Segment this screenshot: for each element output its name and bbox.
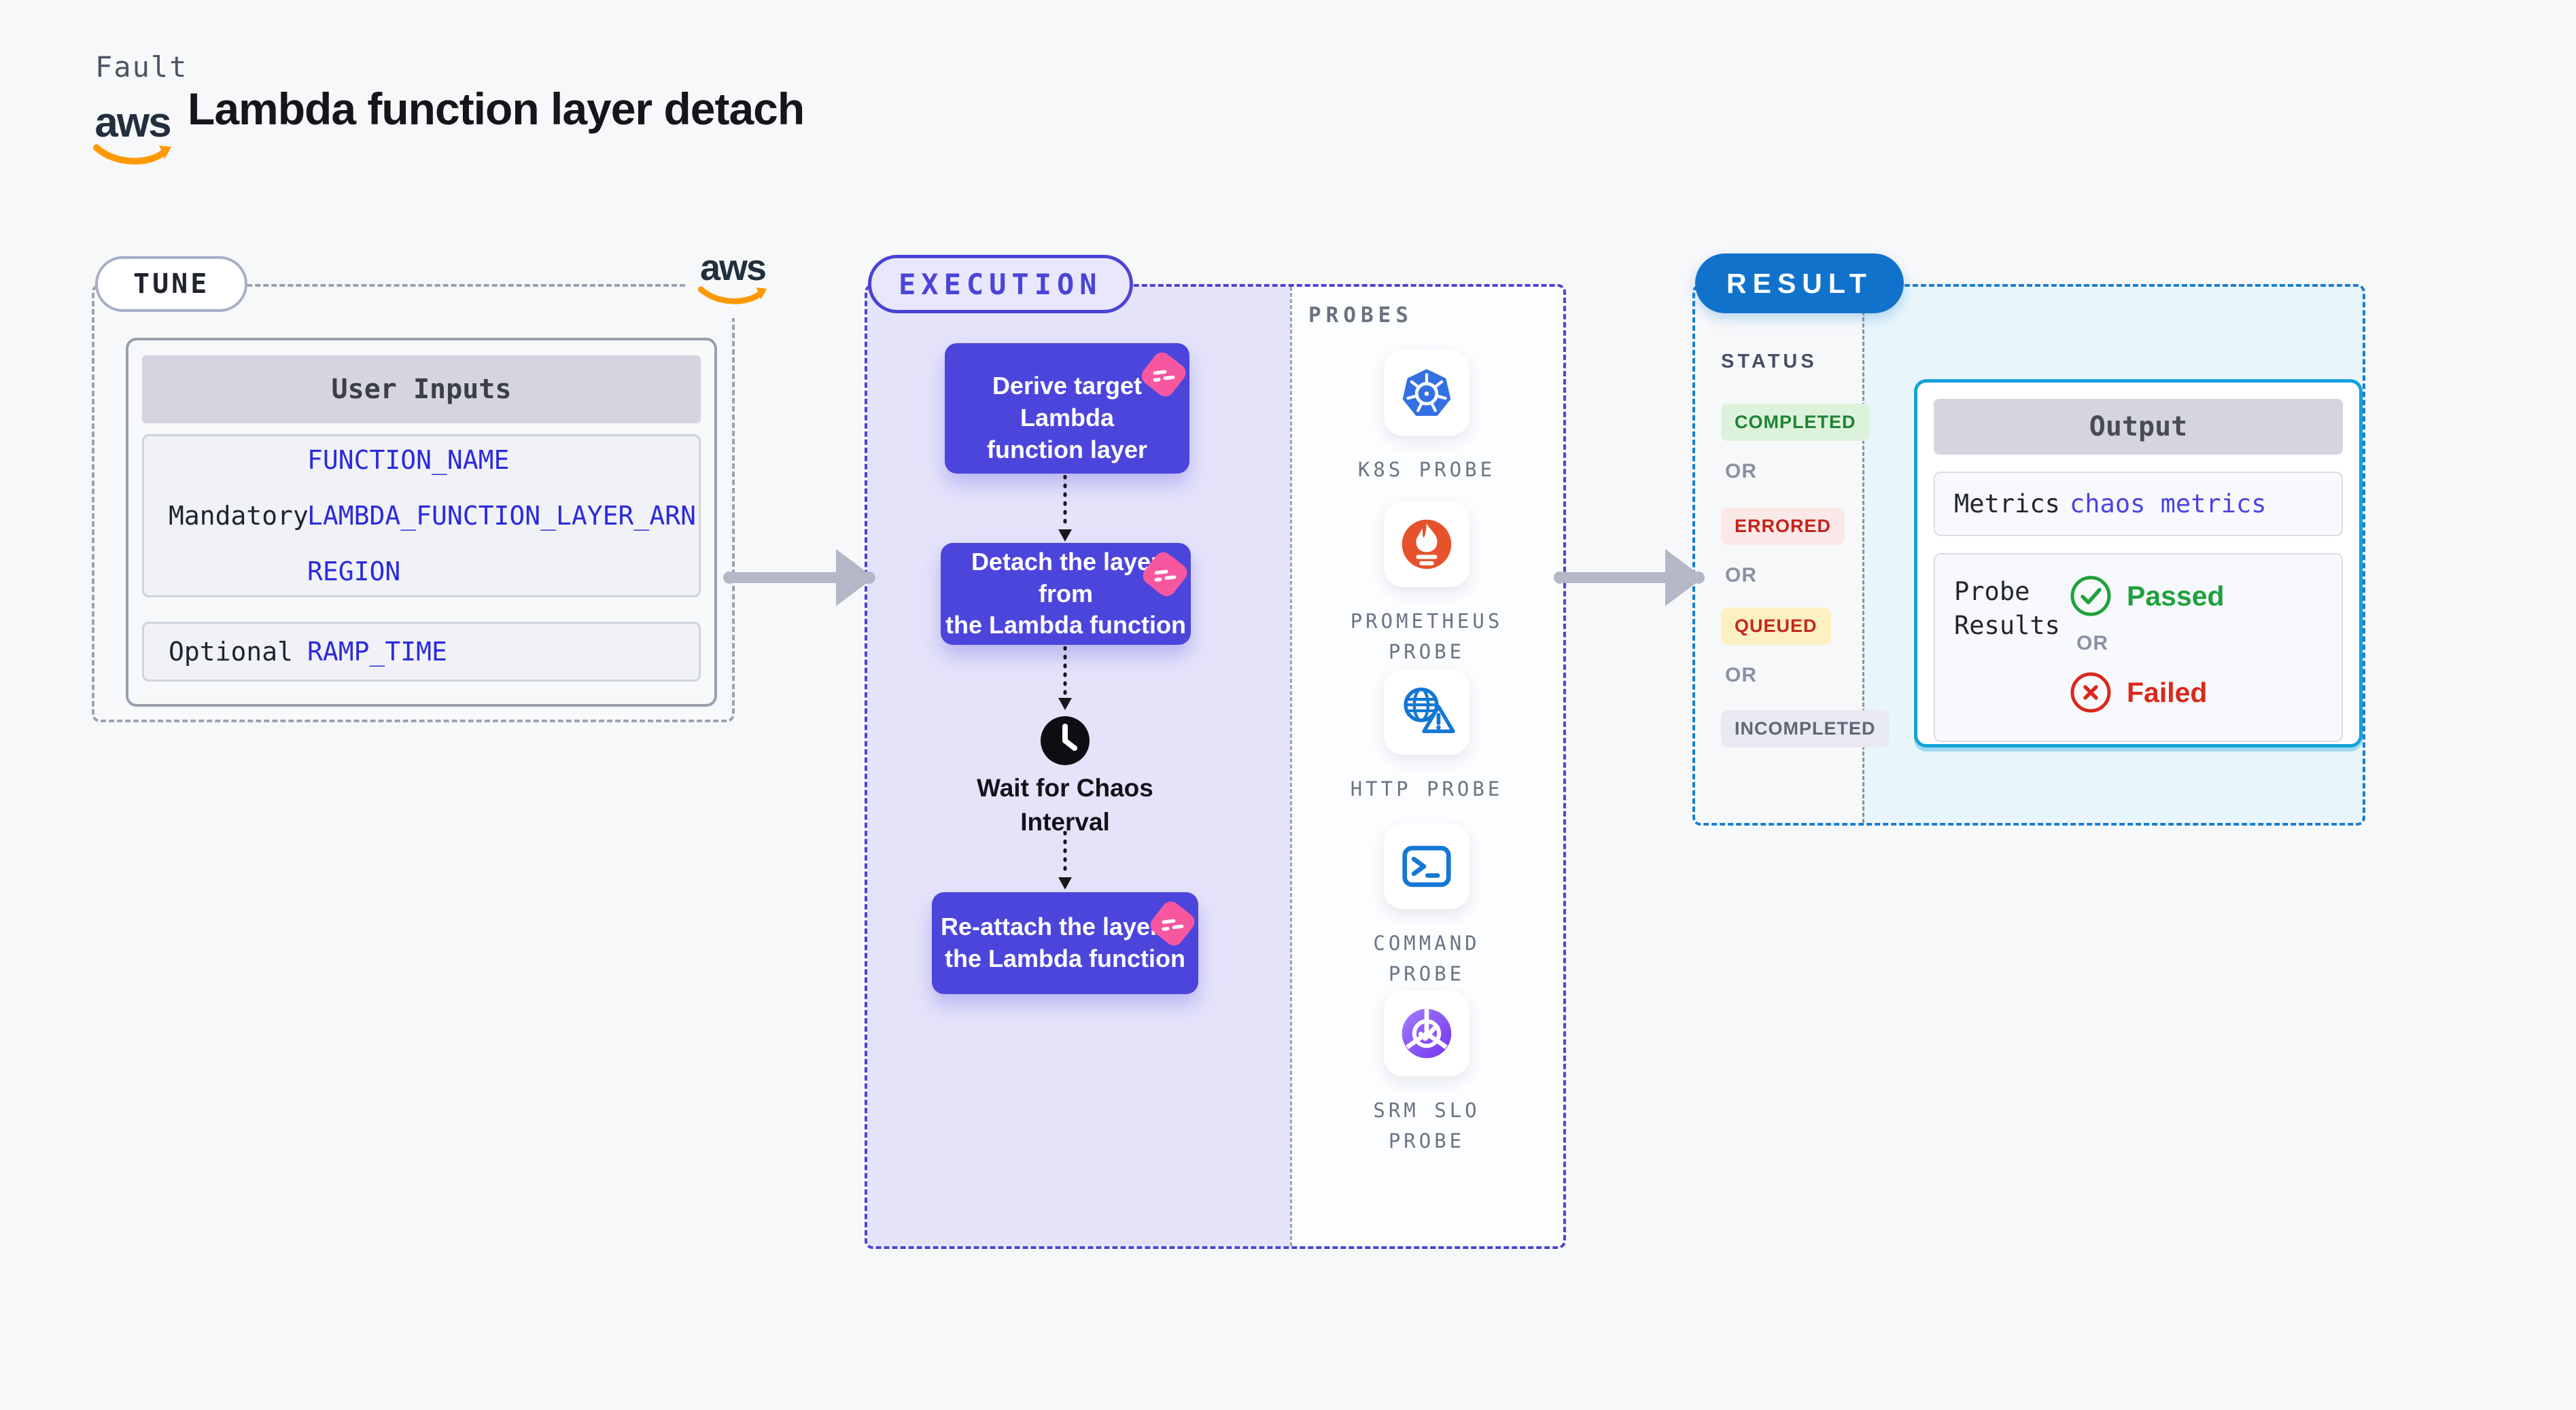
status-badge-queued: QUEUED — [1721, 607, 1831, 645]
probes-background — [1290, 287, 1563, 1246]
mandatory-values: FUNCTION_NAME LAMBDA_FUNCTION_LAYER_ARN … — [307, 445, 696, 586]
probe-command: COMMAND PROBE — [1290, 824, 1563, 989]
output-header: Output — [1934, 399, 2343, 455]
user-inputs-card: User Inputs Mandatory FUNCTION_NAME LAMB… — [126, 338, 717, 707]
result-pill: RESULT — [1695, 253, 1904, 313]
terminal-icon — [1384, 824, 1469, 909]
step-detach-layer: Detach the layer from the Lambda functio… — [941, 543, 1191, 645]
clock-icon — [1040, 716, 1090, 766]
optional-label: Optional — [169, 637, 294, 667]
metrics-value: chaos metrics — [2070, 489, 2267, 518]
connector-dot — [723, 571, 735, 584]
or-separator: OR — [1725, 460, 1757, 482]
tune-panel — [92, 284, 735, 722]
aws-badge: aws — [688, 239, 778, 318]
or-separator: OR — [2076, 632, 2108, 654]
step-derive-label: Derive target Lambda function layer — [986, 372, 1148, 463]
mandatory-label: Mandatory — [169, 501, 309, 531]
probe-results-label: Probe Results — [1954, 577, 2060, 640]
output-card: Output Metrics chaos metrics Probe Resul… — [1914, 379, 2363, 747]
status-badge-incompleted: INCOMPLETED — [1721, 710, 1890, 747]
chaos-icon — [1141, 319, 1213, 397]
or-separator: OR — [1725, 564, 1757, 586]
failed-line: Failed — [2070, 671, 2225, 713]
flow-connector — [1058, 831, 1072, 889]
passed-label: Passed — [2127, 580, 2225, 612]
flow-connector — [1058, 475, 1072, 542]
step-reattach-layer: Re-attach the layer to the Lambda functi… — [932, 892, 1198, 994]
kubernetes-icon — [1384, 350, 1469, 436]
optional-row: Optional RAMP_TIME — [142, 622, 701, 682]
chaos-icon — [1143, 519, 1214, 597]
execution-pill: EXECUTION — [868, 255, 1133, 313]
mandatory-row: Mandatory FUNCTION_NAME LAMBDA_FUNCTION_… — [142, 434, 701, 597]
flow-connector — [1058, 646, 1072, 710]
passed-line: Passed — [2070, 575, 2225, 617]
step-detach-label: Detach the layer from the Lambda functio… — [945, 547, 1186, 639]
aws-smile-icon — [697, 286, 767, 304]
status-badge-errored: ERRORED — [1721, 508, 1845, 545]
status-title: STATUS — [1721, 351, 1817, 372]
input-function-name: FUNCTION_NAME — [307, 445, 510, 475]
failed-label: Failed — [2127, 676, 2208, 708]
metrics-label: Metrics — [1954, 489, 2060, 518]
connector-dot — [863, 571, 875, 584]
input-ramp-time: RAMP_TIME — [307, 637, 447, 667]
probe-label: PROMETHEUS PROBE — [1350, 610, 1503, 663]
arrow-shaft — [731, 572, 840, 583]
aws-badge-text: aws — [699, 247, 767, 288]
step-derive-layer: Derive target Lambda function layer — [945, 343, 1189, 474]
fault-eyebrow: Fault — [95, 50, 188, 84]
tune-pill: TUNE — [95, 256, 248, 312]
tune-to-execution-arrow — [723, 546, 875, 609]
user-inputs-header: User Inputs — [142, 355, 701, 423]
aws-smile-icon — [92, 144, 172, 165]
aws-logo-text: aws — [94, 99, 171, 146]
status-badge-completed: COMPLETED — [1721, 404, 1870, 441]
probe-label: SRM SLO PROBE — [1373, 1099, 1480, 1152]
prometheus-icon — [1384, 501, 1469, 587]
x-circle-icon — [2070, 672, 2111, 713]
probe-k8s: K8S PROBE — [1290, 350, 1563, 485]
wait-chaos-interval-label: Wait for Chaos Interval — [977, 774, 1153, 836]
input-layer-arn: LAMBDA_FUNCTION_LAYER_ARN — [307, 501, 696, 531]
execution-to-result-arrow — [1554, 546, 1705, 609]
status-list: COMPLETED OR ERRORED OR QUEUED OR INCOMP… — [1721, 404, 1890, 747]
arrow-shaft — [1562, 572, 1669, 583]
metrics-row: Metrics chaos metrics — [1934, 472, 2343, 536]
or-separator: OR — [1725, 664, 1757, 686]
connector-dot — [1554, 571, 1566, 584]
page-title: Lambda function layer detach — [188, 84, 805, 134]
probe-label: K8S PROBE — [1357, 458, 1496, 481]
connector-dot — [1692, 571, 1705, 584]
aws-logo: aws — [88, 102, 177, 169]
probe-label: COMMAND PROBE — [1373, 932, 1480, 985]
probe-results-row: Probe Results Passed OR Failed — [1934, 553, 2343, 742]
chaos-icon — [1150, 868, 1221, 946]
probe-prometheus: PROMETHEUS PROBE — [1290, 501, 1563, 667]
probe-results-values: Passed OR Failed — [2070, 575, 2225, 713]
slo-check-icon — [1384, 991, 1469, 1076]
probes-title: PROBES — [1308, 303, 1413, 328]
probe-label: HTTP PROBE — [1350, 777, 1503, 800]
globe-warning-icon — [1384, 669, 1469, 755]
optional-values: RAMP_TIME — [307, 637, 447, 667]
probe-srm-slo: SRM SLO PROBE — [1290, 991, 1563, 1157]
check-circle-icon — [2070, 576, 2111, 616]
input-region: REGION — [307, 557, 401, 586]
probe-http: HTTP PROBE — [1290, 669, 1563, 805]
